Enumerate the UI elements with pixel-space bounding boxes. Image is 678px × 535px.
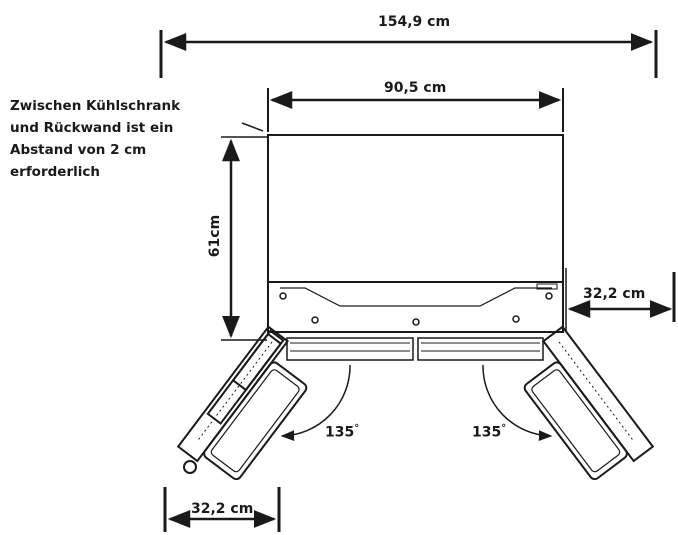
left-clearance-label: 32,2 cm: [191, 501, 254, 517]
left-angle-value: 135: [325, 424, 355, 441]
drawer-right: [417, 337, 544, 361]
left-clearance-dimension: [163, 487, 281, 532]
drawer-left: [286, 337, 414, 361]
depth-dimension: [221, 136, 267, 341]
right-clearance-dimension: [565, 268, 676, 332]
cabinet-width-label: 90,5 cm: [384, 80, 447, 96]
refrigerator-cabinet: [267, 134, 564, 333]
right-clearance-label: 32,2 cm: [583, 286, 646, 302]
wall-gap-note: Zwischen Kühlschrank und Rückwand ist ei…: [10, 95, 210, 183]
right-door: [523, 325, 655, 481]
note-line-2: und Rückwand ist ein: [10, 120, 174, 136]
left-door: [176, 325, 308, 481]
depth-label: 61cm: [207, 214, 224, 258]
left-angle-label: 135°: [325, 424, 359, 440]
left-door-hinge-handle: [183, 460, 197, 474]
note-line-1: Zwischen Kühlschrank: [10, 98, 181, 114]
right-degree-symbol: °: [501, 423, 507, 434]
total-width-dimension: [159, 30, 658, 78]
right-angle-value: 135: [472, 424, 502, 441]
left-degree-symbol: °: [354, 423, 360, 434]
right-angle-arc: [482, 364, 553, 442]
note-line-3: Abstand von 2 cm: [10, 142, 147, 158]
note-pointer-line: [241, 122, 264, 132]
right-angle-label: 135°: [472, 424, 506, 440]
left-angle-arc: [280, 364, 351, 442]
total-width-label: 154,9 cm: [378, 14, 451, 30]
cabinet-width-dimension: [267, 88, 564, 132]
note-line-4: erforderlich: [10, 164, 100, 180]
